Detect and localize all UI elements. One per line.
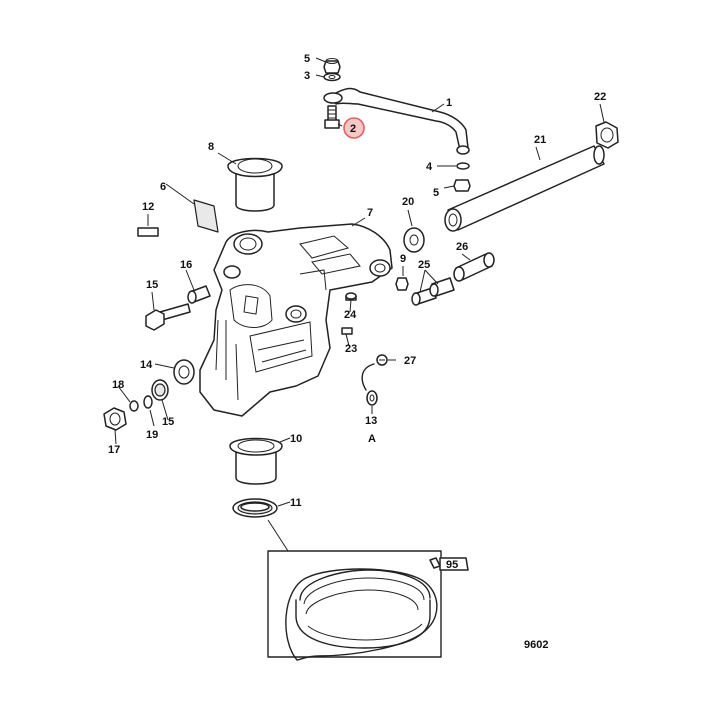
part-11-seal-ring[interactable] [232,498,278,518]
part-23-plate[interactable] [341,327,353,335]
part-20-washer[interactable] [403,227,425,253]
callout-5-right[interactable]: 5 [433,187,439,199]
callout-10[interactable]: 10 [290,433,302,445]
part-16-sleeve[interactable] [187,285,211,304]
part-24-pin[interactable] [345,292,357,301]
callout-27[interactable]: 27 [404,355,416,367]
callout-18[interactable]: 18 [112,379,124,391]
callout-5-top[interactable]: 5 [304,53,310,65]
part-5-nut-top[interactable] [323,58,341,74]
callout-1[interactable]: 1 [446,97,452,109]
part-22-nut[interactable] [595,121,619,149]
part-19-washer[interactable] [143,395,153,409]
part-27-screw[interactable] [376,354,388,366]
part-8-bushing-top[interactable] [227,157,283,212]
callout-15-lower[interactable]: 15 [162,416,174,428]
sealant-tube-95[interactable]: 95 [429,557,469,571]
callout-24[interactable]: 24 [344,309,357,321]
tube-label: 95 [446,559,458,571]
callout-9[interactable]: 9 [400,253,406,265]
part-1-link-rod[interactable] [323,87,470,155]
seal-detail-box [267,550,442,661]
part-10-bushing-lower[interactable] [229,437,283,485]
part-18-o-ring[interactable] [129,400,139,412]
part-12-decal[interactable] [137,227,159,237]
callout-20[interactable]: 20 [402,196,414,208]
callout-3[interactable]: 3 [304,70,310,82]
part-13-ground-strap[interactable] [361,363,378,406]
callout-2[interactable]: 2 [350,123,356,135]
callout-4[interactable]: 4 [426,161,433,173]
callout-15-upper[interactable]: 15 [146,279,158,291]
callout-2-highlighted[interactable]: 2 [343,117,365,139]
part-6-pad[interactable] [193,199,219,233]
part-15-bolt[interactable] [145,303,191,331]
part-17-nut[interactable] [103,407,127,431]
part-4-washer[interactable] [456,162,470,170]
part-2-bolt[interactable] [324,105,340,129]
callout-8[interactable]: 8 [208,141,214,153]
callout-11[interactable]: 11 [290,497,302,509]
part-25-bushings[interactable] [411,277,455,306]
callout-12[interactable]: 12 [142,201,154,213]
callout-25[interactable]: 25 [418,259,430,271]
callout-16[interactable]: 16 [180,259,192,271]
part-3-washer[interactable] [323,72,341,82]
callout-13[interactable]: 13 [365,415,377,427]
leader-lines [114,57,605,552]
callout-19[interactable]: 19 [146,429,158,441]
callout-17[interactable]: 17 [108,444,120,456]
part-7-swivel-bracket[interactable] [199,223,393,417]
callout-7[interactable]: 7 [367,207,373,219]
callout-labels: 5 3 1 4 5 22 21 8 6 12 7 20 9 25 26 24 2… [108,53,606,509]
figure-number: 9602 [524,639,548,651]
part-15-seal[interactable] [151,379,169,401]
callout-14[interactable]: 14 [140,359,153,371]
callout-22[interactable]: 22 [594,91,606,103]
part-5-nut-right[interactable] [453,179,471,192]
part-26-pin[interactable] [453,252,495,282]
callout-26[interactable]: 26 [456,241,468,253]
callout-23[interactable]: 23 [345,343,357,355]
part-9-grease-fitting[interactable] [395,277,409,291]
view-marker-a: A [368,433,376,445]
callout-21[interactable]: 21 [534,134,546,146]
part-14-washer[interactable] [173,359,195,385]
callout-6[interactable]: 6 [160,181,166,193]
part-21-tilt-tube[interactable] [444,145,605,232]
